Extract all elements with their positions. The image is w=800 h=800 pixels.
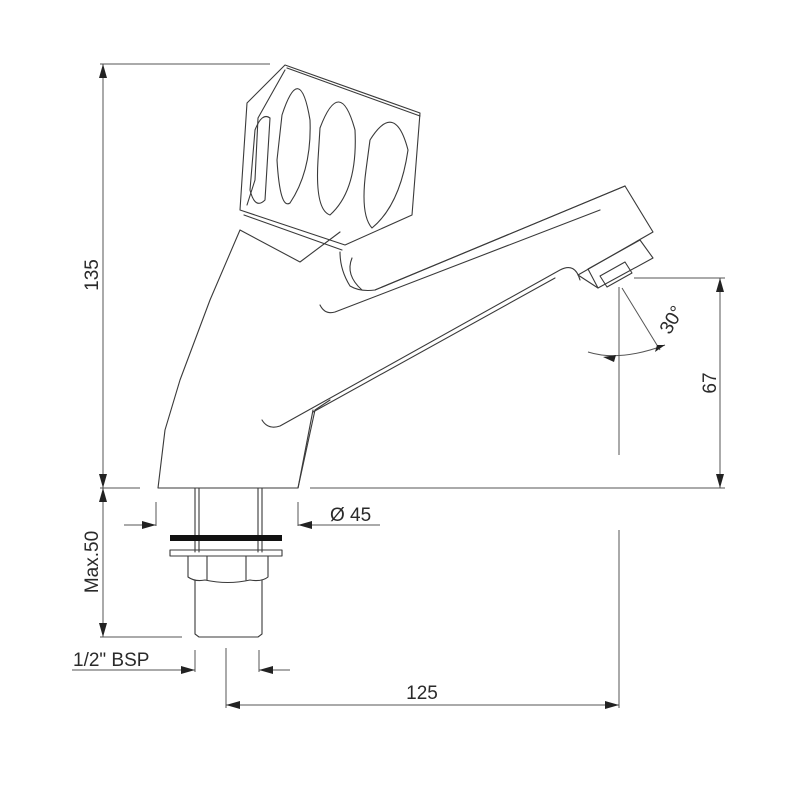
spout: [374, 185, 654, 291]
diameter-label: Ø 45: [330, 505, 371, 526]
back-nut: [187, 555, 269, 584]
dimension-thread: 1/2" BSP: [72, 650, 290, 674]
angle-label: 30°: [656, 303, 689, 338]
dimension-spout-height-67: 67: [634, 277, 725, 488]
shank-assembly: [169, 487, 283, 638]
tap-body: [157, 185, 626, 489]
metal-washer: [169, 549, 283, 557]
max-thickness-label: Max.50: [82, 531, 103, 593]
dimension-height-135: 135: [82, 63, 270, 488]
thread-label: 1/2" BSP: [73, 650, 149, 671]
angle-dimension-30: 30°: [587, 287, 689, 455]
dimension-diameter-45: Ø 45: [124, 502, 380, 529]
threaded-tail: [194, 579, 263, 638]
aerator: [599, 261, 633, 288]
spout-height-label: 67: [700, 372, 721, 393]
handle-cap: [239, 64, 421, 251]
dimension-max-50: Max.50: [82, 488, 182, 638]
dimension-reach-125: 125: [225, 530, 620, 709]
height-label: 135: [82, 259, 103, 291]
reach-label: 125: [406, 683, 438, 704]
